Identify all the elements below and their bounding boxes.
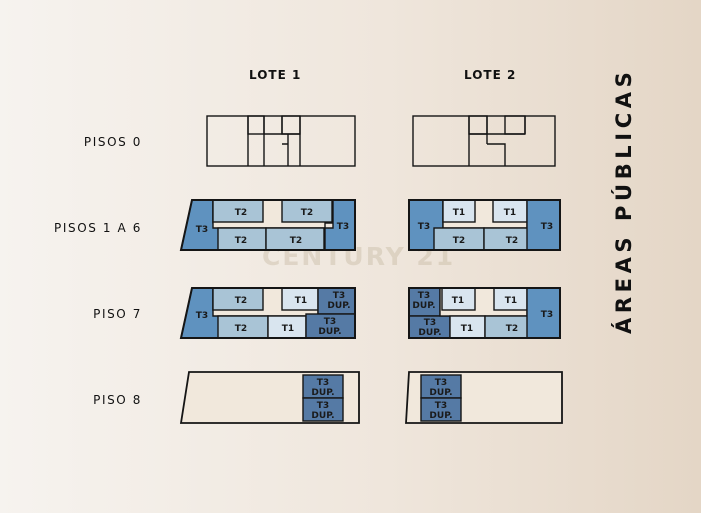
column-header-lote-1: LOTE 1 xyxy=(249,68,302,82)
label-l1-p7-t3-dup-a-line1: T3 xyxy=(333,291,345,301)
label-l2-p8-t3-dup-b-line1: T3 xyxy=(435,401,447,411)
piso-8-lote-1 xyxy=(179,371,360,424)
label-l1-p7-t3-dup-b-line1: T3 xyxy=(324,317,336,327)
label-l2-p8-t3-dup-a-line2: DUP. xyxy=(429,388,452,398)
label-l2-p16-t3-east: T3 xyxy=(541,222,553,232)
label-l2-p7-t3-east: T3 xyxy=(541,310,553,320)
piso-8-lote-2 xyxy=(405,371,563,424)
label-l1-p8-t3-dup-b-line1: T3 xyxy=(317,401,329,411)
piso-0-lote-2-stair xyxy=(468,115,488,135)
label-l2-p7-t3-dup-a-line2: DUP. xyxy=(412,301,435,311)
label-l2-p16-t2-b: T2 xyxy=(506,236,518,246)
label-l1-p16-t2-d: T2 xyxy=(290,236,302,246)
piso-7-lote-1 xyxy=(179,287,356,339)
label-l1-p16-t3-west: T3 xyxy=(196,225,208,235)
piso-0-lote-1-core xyxy=(247,116,301,166)
label-l2-p16-t1-b: T1 xyxy=(504,208,516,218)
label-l1-p7-t2-b: T2 xyxy=(235,324,247,334)
piso-0-lote-2-lift xyxy=(504,115,526,135)
label-l2-p7-t3-dup-b-line1: T3 xyxy=(424,318,436,328)
label-l1-p16-t2-a: T2 xyxy=(235,208,247,218)
label-l1-p16-t2-b: T2 xyxy=(301,208,313,218)
label-l1-p7-t3-dup-b-line2: DUP. xyxy=(318,327,341,337)
unit-l1-p7-t3-dup-a xyxy=(317,287,356,315)
label-l2-p7-t3-dup-a-line1: T3 xyxy=(418,291,430,301)
pisos-1-6-lote-2 xyxy=(408,199,561,251)
unit-l1-p7-t3-dup-b xyxy=(305,313,356,339)
piso-0-lote-1-outline xyxy=(206,115,356,167)
piso-7-lote-2-outline xyxy=(408,287,561,339)
label-l2-p8-t3-dup-a-line1: T3 xyxy=(435,378,447,388)
piso-0-lote-1-lift xyxy=(281,115,301,135)
label-l2-p7-t1-c: T1 xyxy=(461,324,473,334)
piso-0-lote-2 xyxy=(412,115,556,167)
piso-7-lote-1-outline xyxy=(179,287,356,339)
row-label-pisos-1-a-6: PISOS 1 A 6 xyxy=(54,221,142,235)
unit-l2-p8-t3-dup-b xyxy=(420,397,462,422)
label-l1-p7-t3-dup-a-line2: DUP. xyxy=(327,301,350,311)
label-l1-p16-t3-east: T3 xyxy=(337,222,349,232)
label-l1-p8-t3-dup-b-line2: DUP. xyxy=(311,411,334,421)
pisos-1-6-lote-1 xyxy=(179,199,356,251)
label-l1-p8-t3-dup-a-line1: T3 xyxy=(317,378,329,388)
pisos-1-6-lote-1-outline xyxy=(179,199,356,251)
label-l2-p7-t2-a: T2 xyxy=(506,324,518,334)
label-l1-p7-t1-b: T1 xyxy=(282,324,294,334)
label-l2-p8-t3-dup-b-line2: DUP. xyxy=(429,411,452,421)
label-l2-p16-t1-a: T1 xyxy=(453,208,465,218)
label-l1-p7-t3-west: T3 xyxy=(196,311,208,321)
label-l2-p7-t1-b: T1 xyxy=(505,296,517,306)
piso-0-lote-2-core xyxy=(468,116,526,166)
label-l2-p16-t2-a: T2 xyxy=(453,236,465,246)
row-label-pisos-0: PISOS 0 xyxy=(83,135,142,149)
unit-l1-p8-t3-dup-b xyxy=(302,397,344,422)
row-label-piso-8: PISO 8 xyxy=(93,393,142,407)
piso-7-lote-2 xyxy=(408,287,561,339)
row-label-piso-7: PISO 7 xyxy=(93,307,142,321)
piso-0-lote-2-outline xyxy=(412,115,556,167)
piso-0-lote-1 xyxy=(206,115,356,167)
label-l2-p7-t3-dup-b-line2: DUP. xyxy=(418,328,441,338)
label-l2-p16-t3-west: T3 xyxy=(418,222,430,232)
label-l1-p7-t2-a: T2 xyxy=(235,296,247,306)
label-l1-p8-t3-dup-a-line2: DUP. xyxy=(311,388,334,398)
label-l1-p16-t2-c: T2 xyxy=(235,236,247,246)
column-header-lote-2: LOTE 2 xyxy=(464,68,517,82)
pisos-1-6-lote-2-outline xyxy=(408,199,561,251)
label-l2-p7-t1-a: T1 xyxy=(452,296,464,306)
piso-0-lote-1-stair xyxy=(247,115,265,135)
label-l1-p7-t1-a: T1 xyxy=(295,296,307,306)
